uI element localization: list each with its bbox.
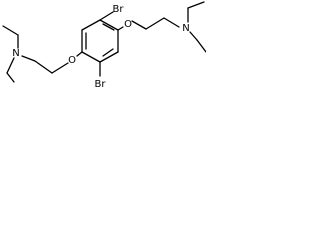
- br-top-bond: [99, 11, 114, 21]
- ring-bond-1: [99, 19, 119, 31]
- right-ethyl-upper-2: [187, 1, 205, 9]
- left-chain-bond-2: [34, 60, 53, 74]
- left-chain-bond-3: [21, 55, 36, 62]
- ring-bond-3: [99, 51, 119, 63]
- atom-n-left: N: [12, 48, 19, 59]
- atom-o-left: O: [68, 55, 76, 66]
- right-amine-chain: [131, 1, 206, 53]
- left-ethyl-upper-2: [2, 25, 19, 36]
- right-chain-bond-2: [145, 17, 165, 30]
- molecule-svg: Br Br O O N N: [2, 1, 206, 90]
- right-chain-bond-3: [163, 17, 180, 28]
- ring-bond-6: [81, 19, 101, 31]
- left-amine-chain: [2, 25, 69, 83]
- ring-bond-4: [81, 51, 101, 63]
- ring-double-bond-2: [102, 48, 114, 57]
- molecule-structure-diagram: Br Br O O N N: [0, 0, 206, 93]
- right-ethyl-lower-1: [189, 31, 198, 41]
- right-ethyl-lower-2: [196, 39, 206, 53]
- benzene-ring: [81, 19, 119, 63]
- o-right-bond: [117, 26, 124, 31]
- atom-n-right: N: [182, 23, 189, 34]
- left-chain-bond-1: [51, 62, 69, 74]
- right-chain-bond-1: [131, 20, 147, 30]
- left-ethyl-lower-1: [6, 57, 15, 74]
- left-ethyl-lower-2: [6, 72, 15, 83]
- o-left-bond: [76, 51, 83, 57]
- atom-br-bottom: Br: [95, 79, 107, 90]
- atom-o-right: O: [124, 19, 132, 30]
- atom-br-top: Br: [113, 4, 125, 15]
- ring-double-bond-1: [102, 23, 115, 31]
